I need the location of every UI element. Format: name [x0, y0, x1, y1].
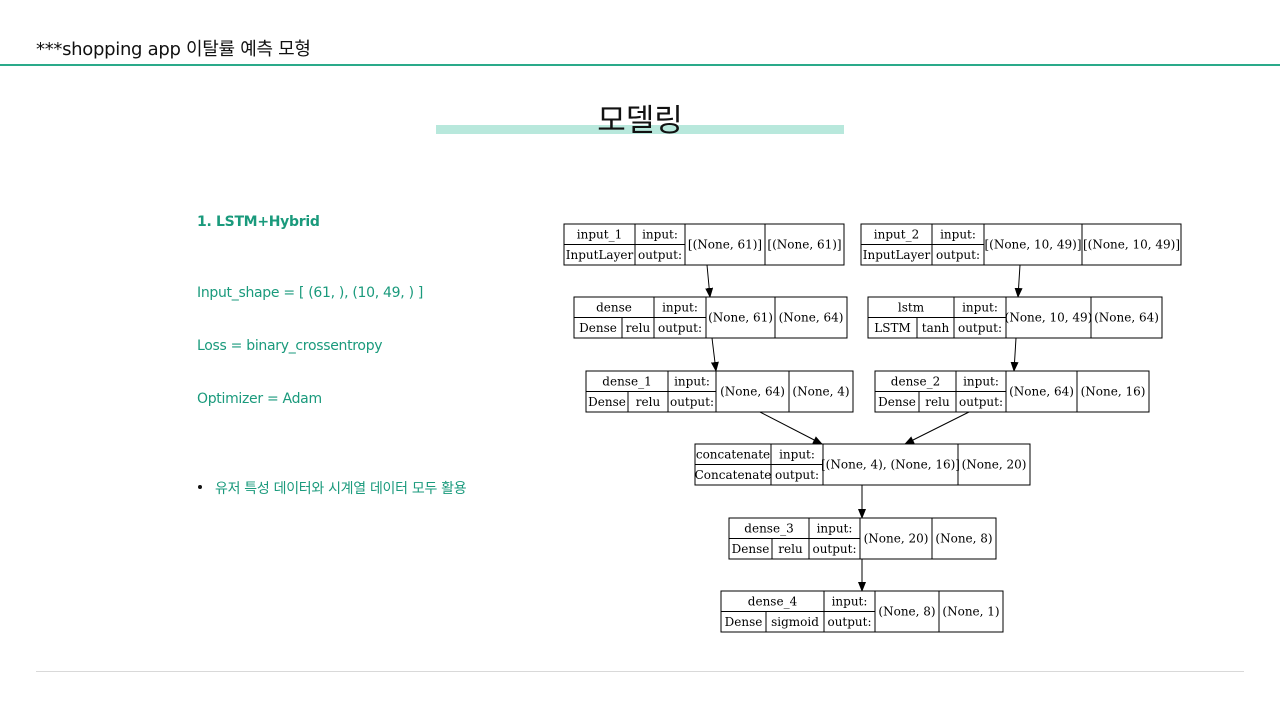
input-shape-text: Input_shape = [ (61, ), (10, 49, ) ]: [197, 285, 424, 301]
input-label: input:: [779, 448, 815, 462]
loss-text: Loss = binary_crossentropy: [197, 338, 383, 354]
optimizer-text: Optimizer = Adam: [197, 391, 322, 407]
layer-name: input_1: [577, 228, 622, 242]
layer-type: Dense: [878, 395, 916, 409]
input-label: input:: [940, 228, 976, 242]
layer-name: input_2: [874, 228, 919, 242]
input-shape: (None, 61): [708, 311, 773, 325]
layer-name: dense_2: [891, 375, 940, 389]
layer-type: Dense: [732, 542, 770, 556]
layer-name: lstm: [898, 301, 925, 315]
footer-divider: [36, 671, 1244, 672]
output-label: output:: [670, 395, 714, 409]
input-label: input:: [963, 375, 999, 389]
input-shape: [(None, 10, 49)]: [984, 238, 1081, 252]
input-label: input:: [642, 228, 678, 242]
layer-type: Dense: [579, 321, 617, 335]
output-shape: [(None, 10, 49)]: [1083, 238, 1180, 252]
output-label: output:: [812, 542, 856, 556]
output-shape: (None, 16): [1081, 385, 1146, 399]
edge-input_1-to-dense: [705, 264, 714, 298]
output-shape: (None, 4): [792, 385, 849, 399]
output-shape: (None, 64): [779, 311, 844, 325]
output-shape: (None, 8): [935, 532, 992, 546]
output-shape: [(None, 61)]: [767, 238, 841, 252]
edge-dense_2-to-concatenate: [904, 411, 970, 445]
layer-activation: relu: [626, 321, 651, 335]
output-label: output:: [959, 395, 1003, 409]
layer-name: dense_4: [748, 595, 798, 609]
model-heading: 1. LSTM+Hybrid: [197, 214, 320, 230]
output-shape: (None, 64): [1094, 311, 1159, 325]
edge-input_2-to-lstm: [1014, 264, 1023, 298]
layer-activation: tanh: [922, 321, 950, 335]
output-shape: (None, 1): [942, 605, 999, 619]
output-label: output:: [827, 615, 871, 629]
header-divider: [0, 64, 1280, 66]
title-underline: [436, 125, 844, 134]
input-shape: [(None, 61)]: [688, 238, 762, 252]
input-label: input:: [817, 522, 853, 536]
edge-dense_1-to-concatenate: [759, 411, 823, 445]
section-title: 모델링: [597, 103, 683, 139]
input-shape: (None, 20): [864, 532, 929, 546]
output-shape: (None, 20): [962, 458, 1027, 472]
layer-type: LSTM: [874, 321, 910, 335]
input-shape: (None, 8): [878, 605, 935, 619]
layer-type: Dense: [588, 395, 626, 409]
input-shape: (None, 10, 49): [1005, 311, 1093, 325]
input-label: input:: [674, 375, 710, 389]
layer-type: Concatenate: [695, 468, 772, 482]
bullet-dot-icon: [198, 485, 202, 489]
layer-type: Dense: [725, 615, 763, 629]
layer-name: concatenate: [696, 448, 770, 462]
edge-lstm-to-dense_2: [1010, 337, 1019, 372]
header-title: ***shopping app 이탈률 예측 모형: [36, 39, 311, 60]
output-label: output:: [638, 248, 682, 262]
layer-name: dense_1: [602, 375, 651, 389]
layer-name: dense_3: [744, 522, 793, 536]
layer-type: InputLayer: [863, 248, 931, 262]
layer-activation: sigmoid: [771, 615, 819, 629]
bullet-item: 유저 특성 데이터와 시계열 데이터 모두 활용: [215, 481, 467, 497]
output-label: output:: [936, 248, 980, 262]
layer-name: dense: [596, 301, 632, 315]
input-label: input:: [662, 301, 698, 315]
layer-activation: relu: [778, 542, 803, 556]
layer-type: InputLayer: [566, 248, 634, 262]
edge-dense-to-dense_1: [710, 337, 719, 372]
layer-activation: relu: [925, 395, 950, 409]
input-label: input:: [832, 595, 868, 609]
output-label: output:: [775, 468, 819, 482]
input-shape: [(None, 4), (None, 16)]: [821, 458, 960, 472]
layer-activation: relu: [636, 395, 661, 409]
input-shape: (None, 64): [720, 385, 785, 399]
input-label: input:: [962, 301, 998, 315]
output-label: output:: [658, 321, 702, 335]
output-label: output:: [958, 321, 1002, 335]
input-shape: (None, 64): [1009, 385, 1074, 399]
